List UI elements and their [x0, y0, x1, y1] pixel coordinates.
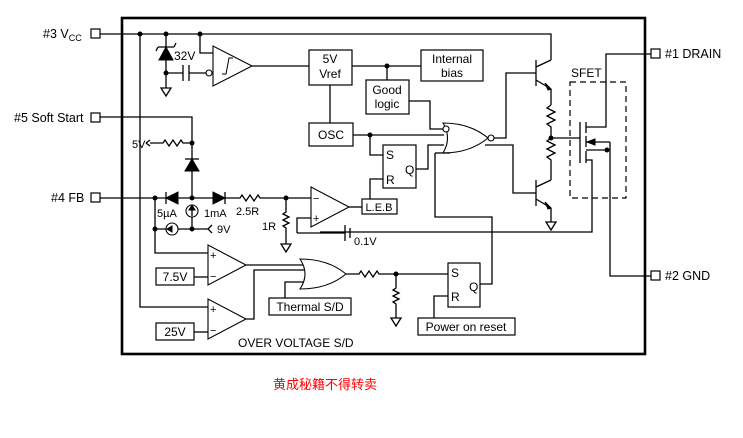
soft-start-network: 5V — [100, 116, 200, 198]
vref-block: 5V Vref — [308, 49, 421, 123]
svg-text:1mA: 1mA — [204, 208, 227, 220]
svg-text:5V: 5V — [323, 52, 338, 66]
svg-text:L.E.B: L.E.B — [366, 202, 393, 214]
ovp-7v5-comparator: 7.5V + − — [155, 244, 303, 286]
ovp-25v-comparator: 25V + − — [155, 269, 305, 341]
svg-text:9V: 9V — [217, 224, 231, 236]
pin-soft-start-label: #5 Soft Start — [14, 111, 84, 125]
leb-block: L.E.B — [361, 198, 398, 215]
shutdown-latch: S R Q — [433, 262, 481, 318]
svg-text:0.1V: 0.1V — [354, 236, 377, 248]
pin-vcc-label: #3 VCC — [43, 27, 82, 43]
pin-gnd-pad[interactable] — [650, 270, 661, 281]
svg-text:S: S — [451, 266, 459, 280]
internal-bias-block: Internal bias — [420, 49, 484, 82]
svg-text:OSC: OSC — [318, 128, 344, 142]
pin-fb-pad[interactable] — [90, 192, 101, 203]
pin-fb[interactable]: #4 FB — [51, 191, 101, 205]
pin-drain-label: #1 DRAIN — [665, 47, 721, 61]
svg-text:Q: Q — [405, 163, 414, 177]
fb-network: 2.5R 1R 1mA 5µA 9V — [100, 191, 311, 254]
pin-gnd-label: #2 GND — [665, 269, 710, 283]
pwm-latch: S R Q — [369, 144, 444, 199]
svg-text:−: − — [210, 271, 216, 283]
svg-text:1R: 1R — [262, 221, 276, 233]
svg-text:+: + — [210, 250, 216, 262]
svg-text:R: R — [451, 290, 460, 304]
svg-text:logic: logic — [375, 97, 400, 111]
pin-drain-pad[interactable] — [650, 48, 661, 59]
watermark: 黄成秘籍不得转卖 — [273, 377, 377, 393]
vcc-rail — [100, 31, 552, 308]
pin-soft-start-pad[interactable] — [90, 112, 101, 123]
thermal-sd-block: Thermal S/D — [268, 281, 352, 316]
pin-drain[interactable]: #1 DRAIN — [650, 47, 721, 61]
svg-text:Power on reset: Power on reset — [426, 320, 507, 334]
svg-text:25V: 25V — [164, 325, 185, 339]
pin-soft-start[interactable]: #5 Soft Start — [14, 111, 101, 125]
svg-text:+: + — [313, 213, 319, 225]
svg-text:5V: 5V — [132, 139, 146, 151]
svg-text:−: − — [210, 325, 216, 337]
current-comparator: − + 0.1V — [296, 186, 377, 248]
svg-text:2.5R: 2.5R — [236, 206, 259, 218]
upper-transistor — [516, 59, 557, 138]
power-on-reset-block: Power on reset — [417, 317, 516, 336]
osc-block: OSC — [308, 122, 444, 156]
svg-text:Vref: Vref — [319, 67, 341, 81]
svg-text:S: S — [386, 148, 394, 162]
schmitt-comparator — [199, 34, 309, 87]
svg-text:R: R — [386, 173, 395, 187]
zener-diode-32v: 32V — [155, 34, 213, 98]
nor-gate — [434, 72, 530, 285]
or-gate — [298, 258, 448, 328]
ic-outline — [120, 16, 647, 356]
svg-text:Good: Good — [372, 83, 401, 97]
svg-text:bias: bias — [441, 66, 463, 80]
pin-vcc[interactable]: #3 VCC — [43, 27, 101, 43]
svg-text:7.5V: 7.5V — [163, 270, 188, 284]
inverting-bubble — [205, 69, 213, 77]
ovp-label: OVER VOLTAGE S/D — [238, 336, 354, 350]
svg-text:5µA: 5µA — [157, 208, 177, 220]
pin-vcc-pad[interactable] — [90, 28, 101, 39]
svg-text:Q: Q — [469, 280, 478, 294]
lower-transistor — [530, 137, 558, 232]
svg-text:Thermal S/D: Thermal S/D — [276, 300, 344, 314]
sfet: SFET — [320, 53, 651, 277]
svg-text:Internal: Internal — [432, 52, 472, 66]
svg-text:+: + — [210, 304, 216, 316]
svg-text:SFET: SFET — [571, 66, 602, 80]
pin-gnd[interactable]: #2 GND — [650, 269, 710, 283]
pin-fb-label: #4 FB — [51, 191, 84, 205]
svg-text:−: − — [313, 193, 319, 205]
good-logic-block: Good logic — [365, 79, 444, 130]
zener-label: 32V — [174, 49, 195, 63]
